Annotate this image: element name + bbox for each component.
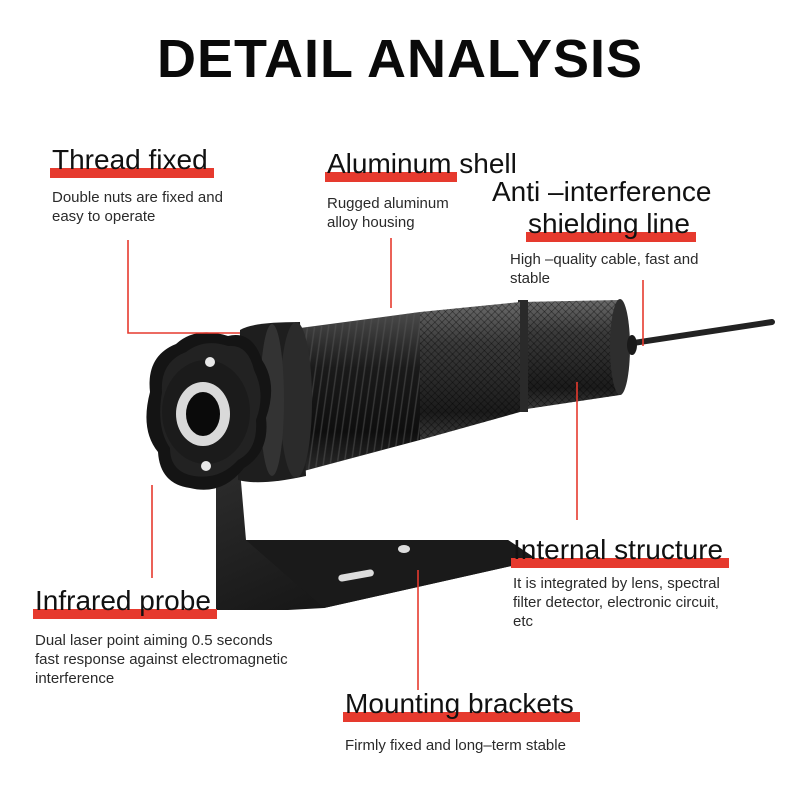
callout-internal-structure: Internal structure It is integrated by l…: [511, 534, 730, 631]
callout-title: Internal structure: [511, 534, 730, 568]
callout-description: Double nuts are fixed and easy to operat…: [52, 189, 223, 225]
callout-title: Mounting brackets: [343, 688, 580, 722]
leader-lines: [127, 238, 644, 690]
callout-description: Rugged aluminum alloy housing: [327, 195, 449, 231]
callout-title: Infrared probe: [33, 585, 217, 619]
callout-description: Firmly fixed and long–term stable: [345, 737, 566, 754]
callout-description: It is integrated by lens, spectral filte…: [513, 575, 720, 630]
callout-mounting-brackets: Mounting brackets Firmly fixed and long–…: [343, 688, 580, 755]
callout-shielding-line: Anti –interference shielding line High –…: [492, 176, 711, 288]
accent-underline: [33, 609, 217, 619]
callout-infrared-probe: Infrared probe Dual laser point aiming 0…: [33, 585, 288, 688]
callout-description: High –quality cable, fast and stable: [510, 251, 699, 287]
callout-title-line-2: shielding line: [526, 208, 696, 242]
page-title: DETAIL ANALYSIS: [156, 29, 644, 89]
callout-title: Thread fixed: [50, 144, 214, 178]
callout-description: Dual laser point aiming 0.5 seconds fast…: [35, 632, 288, 687]
accent-underline: [343, 712, 580, 722]
callout-title: Anti –interference: [492, 176, 712, 207]
callout-thread-fixed: Thread fixed Double nuts are fixed and e…: [50, 144, 223, 226]
accent-underline: [50, 168, 214, 178]
callout-title: Aluminum shell: [325, 148, 517, 182]
accent-underline: [511, 558, 730, 568]
callout-aluminum-shell: Aluminum shell Rugged aluminum alloy hou…: [325, 148, 517, 232]
accent-underline: [325, 172, 457, 182]
accent-underline: [526, 232, 696, 242]
